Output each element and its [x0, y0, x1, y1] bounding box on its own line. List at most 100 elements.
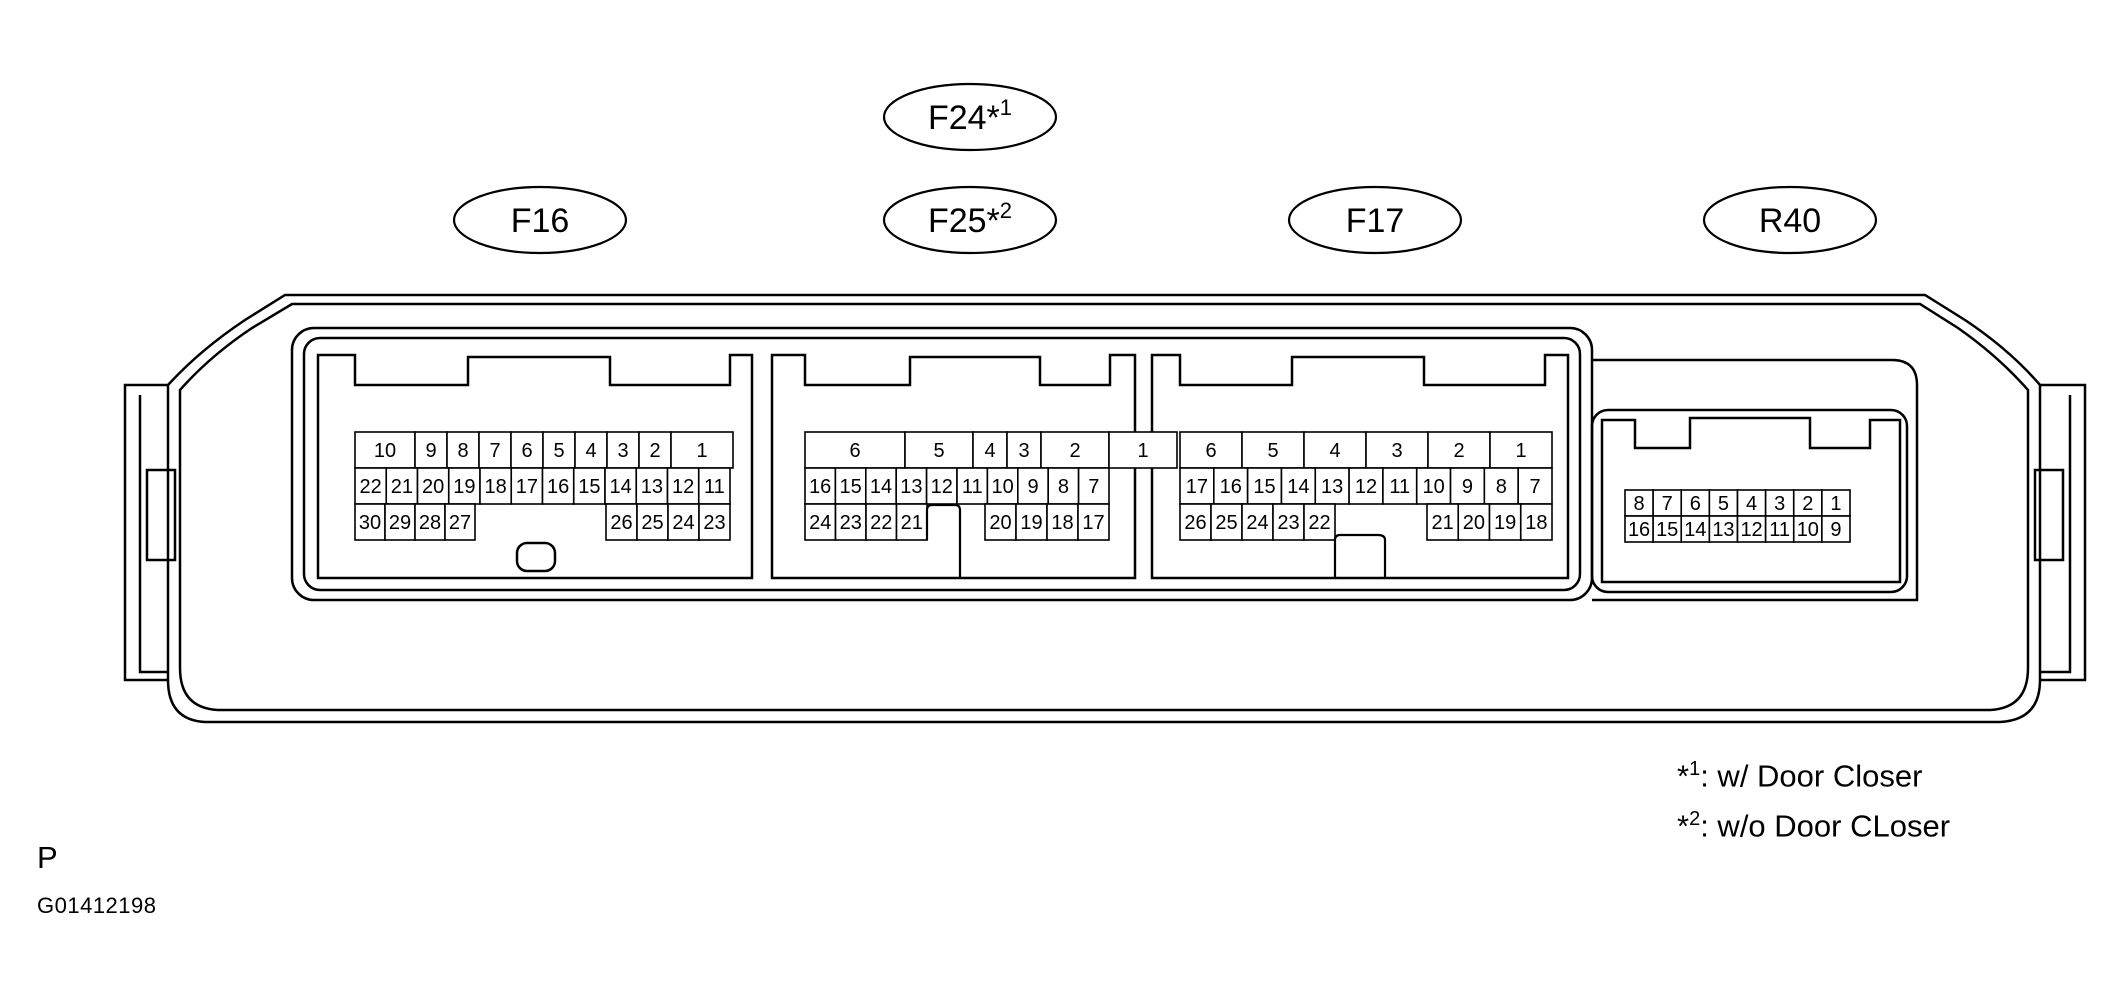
- pin-cell: [1457, 503, 1491, 541]
- pin: 15: [1652, 515, 1683, 543]
- pin: 22: [1303, 503, 1336, 541]
- f16-body: [316, 353, 754, 580]
- pin-cell: [1736, 515, 1767, 543]
- pin-cell: [986, 467, 1019, 505]
- pin: 22: [865, 503, 898, 541]
- pin-number: 12: [931, 476, 953, 498]
- pin: 8: [1624, 489, 1654, 517]
- pin-number: 9: [425, 440, 436, 462]
- f16-key: [515, 541, 557, 573]
- pin: 16: [804, 467, 837, 505]
- footnote-text: : w/ Door Closer: [1700, 758, 1923, 794]
- pin: 8: [1047, 467, 1080, 505]
- label-sup: 1: [1000, 95, 1012, 120]
- pin: 5: [542, 431, 576, 469]
- pin-number: 26: [610, 512, 632, 534]
- pin: 1: [670, 431, 734, 469]
- pin-number: 30: [359, 512, 381, 534]
- label-sup: 2: [1000, 198, 1012, 223]
- pin-number: 7: [1530, 476, 1541, 498]
- pin: 11: [1764, 515, 1795, 543]
- pin-number: 20: [989, 512, 1011, 534]
- pin-number: 17: [1186, 476, 1208, 498]
- pin: 23: [698, 503, 731, 541]
- pin-number: 8: [1634, 493, 1645, 515]
- pin-number: 14: [610, 476, 632, 498]
- pin-number: 4: [984, 440, 995, 462]
- pin-number: 10: [374, 440, 396, 462]
- footnote-sup: 2: [1689, 808, 1701, 830]
- pin-cell: [1517, 467, 1553, 505]
- pin-cell: [1210, 503, 1243, 541]
- pin: 23: [834, 503, 867, 541]
- pin-cell: [834, 467, 867, 505]
- pin-cell: [1179, 503, 1212, 541]
- pin: 21: [385, 467, 419, 505]
- label-oval: [1287, 185, 1463, 255]
- pin-number: 6: [521, 440, 532, 462]
- pin: 10: [986, 467, 1019, 505]
- pin: 9: [1821, 515, 1851, 543]
- connector-bodies: [316, 353, 1902, 584]
- pin: 5: [1241, 431, 1305, 469]
- left-latch: [145, 468, 177, 562]
- pin-number: 18: [1525, 512, 1547, 534]
- pin-cell: [1365, 431, 1429, 469]
- pin-number: 6: [1205, 440, 1216, 462]
- pin-cell: [510, 467, 544, 505]
- pin: 19: [1488, 503, 1522, 541]
- pin-number: 13: [641, 476, 663, 498]
- pin-number: 16: [809, 476, 831, 498]
- pin-number: 7: [1662, 493, 1673, 515]
- pin-cell: [1764, 515, 1795, 543]
- label-text: F16: [511, 202, 570, 240]
- pin: 1: [1821, 489, 1851, 517]
- pin: 4: [1303, 431, 1367, 469]
- pin: 12: [1348, 467, 1384, 505]
- pin: 9: [1016, 467, 1049, 505]
- pin: 19: [447, 467, 481, 505]
- pin: 4: [1736, 489, 1767, 517]
- pin: 7: [478, 431, 512, 469]
- pin-number: 22: [360, 476, 382, 498]
- pin: 14: [604, 467, 638, 505]
- pin-number: 20: [422, 476, 444, 498]
- pin: 24: [804, 503, 837, 541]
- pin: 14: [864, 467, 897, 505]
- pin-cell: [414, 503, 446, 541]
- pin: 16: [1213, 467, 1249, 505]
- pin-number: 3: [617, 440, 628, 462]
- pin-number: 8: [1496, 476, 1507, 498]
- pin-number: 14: [1684, 519, 1706, 541]
- pin: 3: [606, 431, 640, 469]
- pin: 7: [1652, 489, 1683, 517]
- pin-cell: [354, 503, 386, 541]
- pin-cell: [1382, 467, 1418, 505]
- pin: 17: [1179, 467, 1215, 505]
- pin-number: 23: [1277, 512, 1299, 534]
- right-mount-tab-inner: [2040, 395, 2072, 674]
- connector-label-f24: F24*1: [882, 82, 1058, 152]
- pin-cell: [1108, 431, 1178, 469]
- pin-cell: [384, 503, 416, 541]
- pin: 14: [1280, 467, 1317, 505]
- pin-cell: [1680, 515, 1711, 543]
- label-text: F24*1: [928, 95, 1012, 137]
- pin-cell: [1680, 489, 1711, 517]
- pin: 8: [446, 431, 480, 469]
- pin-number: 21: [1432, 512, 1454, 534]
- pin-cell: [1016, 467, 1049, 505]
- pin: 10: [1792, 515, 1823, 543]
- pin: 8: [1483, 467, 1519, 505]
- pin: 13: [635, 467, 669, 505]
- pin-number: 15: [1253, 476, 1275, 498]
- pin-number: 3: [1018, 440, 1029, 462]
- pin-cell: [1272, 503, 1305, 541]
- pin-cell: [1077, 503, 1110, 541]
- pin: 29: [384, 503, 416, 541]
- pin-cell: [1179, 467, 1215, 505]
- pin-number: 8: [1058, 476, 1069, 498]
- pin-cell: [1303, 503, 1336, 541]
- pin: 27: [444, 503, 476, 541]
